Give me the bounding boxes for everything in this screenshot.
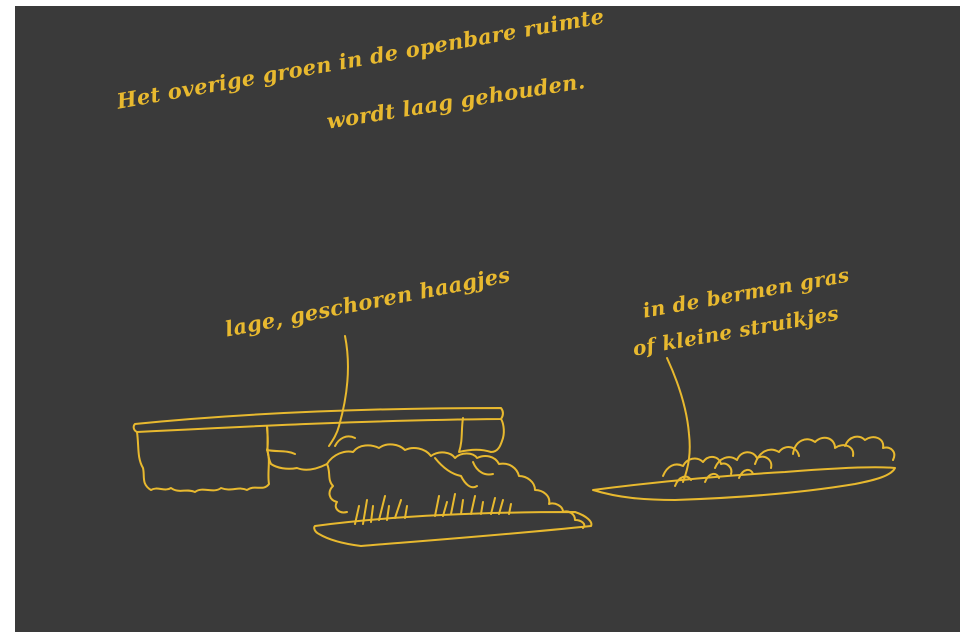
hedge-block bbox=[134, 408, 504, 492]
shrub-cluster bbox=[327, 444, 584, 528]
hedge-leader-line bbox=[329, 336, 348, 446]
verge-leader-line bbox=[667, 358, 690, 482]
sketch-board: Het overige groen in de openbare ruimte … bbox=[15, 6, 960, 632]
verge-strip bbox=[593, 437, 895, 500]
